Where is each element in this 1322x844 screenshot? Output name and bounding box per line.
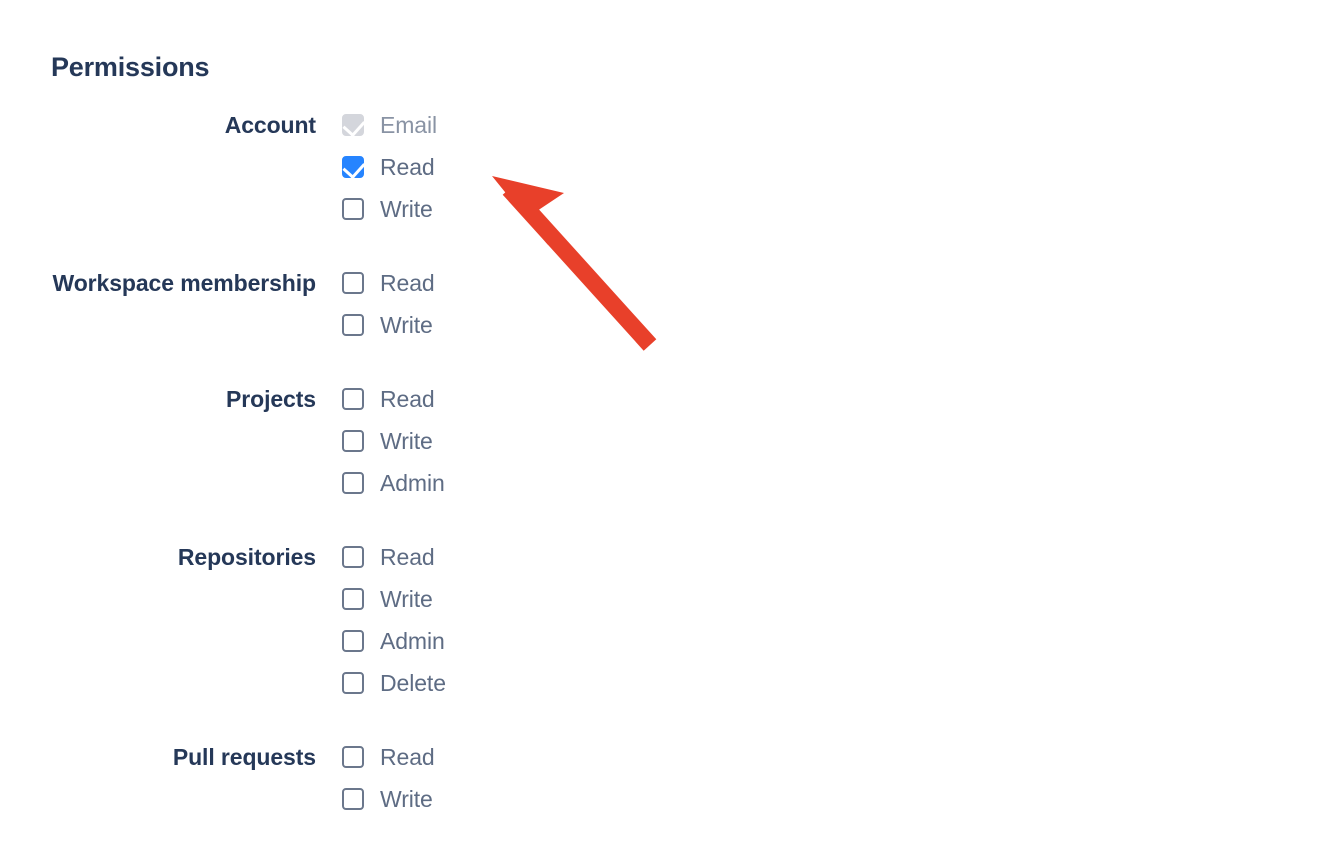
permission-option-label[interactable]: Admin bbox=[380, 628, 445, 654]
permission-group-label: Account bbox=[224, 112, 316, 138]
permission-option-row[interactable]: Read bbox=[342, 146, 620, 188]
permission-group: WikisRead and write bbox=[600, 220, 1300, 262]
checkbox-unchecked-icon[interactable] bbox=[342, 788, 364, 810]
permission-group-label: Projects bbox=[226, 386, 316, 412]
permission-option-label[interactable]: Read bbox=[380, 154, 435, 180]
checkbox-unchecked-icon[interactable] bbox=[342, 272, 364, 294]
permission-group-label: Runners bbox=[600, 642, 1322, 684]
checkbox-unchecked-icon[interactable] bbox=[342, 314, 364, 336]
checkbox-unchecked-icon[interactable] bbox=[342, 672, 364, 694]
check-icon bbox=[342, 113, 366, 138]
permission-group: RunnersReadWrite bbox=[600, 642, 1300, 726]
permission-option-label[interactable]: Email bbox=[380, 112, 438, 138]
permission-option-label[interactable]: Write bbox=[380, 196, 433, 222]
checkbox-unchecked-icon[interactable] bbox=[342, 198, 364, 220]
permission-option-row[interactable]: Write bbox=[342, 188, 620, 230]
permission-option-label[interactable]: Admin bbox=[380, 470, 445, 496]
permission-option-row[interactable]: Read bbox=[342, 262, 620, 304]
permission-option-label[interactable]: Write bbox=[380, 428, 433, 454]
checkbox-unchecked-icon[interactable] bbox=[342, 472, 364, 494]
permission-option-row[interactable]: Write bbox=[342, 304, 620, 346]
permission-option-row[interactable]: Admin bbox=[342, 462, 620, 504]
permission-group-label: Wikis bbox=[600, 220, 1322, 262]
permission-option-row[interactable]: Email bbox=[342, 104, 620, 146]
permission-option-label[interactable]: Delete bbox=[380, 670, 446, 696]
permission-option-row[interactable]: Write bbox=[342, 778, 620, 820]
permission-group-label: Pull requests bbox=[172, 744, 316, 770]
page-title: Permissions bbox=[51, 52, 210, 82]
checkbox-unchecked-icon[interactable] bbox=[342, 630, 364, 652]
permission-option-label[interactable]: Read bbox=[380, 744, 435, 770]
checkbox-unchecked-icon[interactable] bbox=[342, 546, 364, 568]
checkbox-disabled-checked-icon bbox=[342, 113, 366, 138]
permission-option-label[interactable]: Read bbox=[380, 544, 435, 570]
permission-group-label: Snippets bbox=[600, 294, 1322, 336]
permission-group-label: Repositories bbox=[177, 544, 316, 570]
checkbox-checked-icon[interactable] bbox=[342, 155, 366, 180]
permission-option-row[interactable]: Admin bbox=[342, 620, 620, 662]
permission-group: IssuesReadWrite bbox=[600, 104, 1300, 188]
permission-option-row[interactable]: Write bbox=[342, 420, 620, 462]
checkbox-unchecked-icon[interactable] bbox=[342, 588, 364, 610]
permission-option-label[interactable]: Write bbox=[380, 586, 433, 612]
permission-group: SnippetsReadWrite bbox=[600, 294, 1300, 378]
permission-group-label: Webhooks bbox=[600, 410, 1322, 452]
permission-option-row[interactable]: Read bbox=[342, 378, 620, 420]
permission-option-label[interactable]: Write bbox=[380, 312, 433, 338]
permission-group-label: Workspace membership bbox=[52, 270, 317, 296]
permission-group-label: Pipelines bbox=[600, 484, 1322, 526]
checkbox-unchecked-icon[interactable] bbox=[342, 388, 364, 410]
permission-option-row[interactable]: Delete bbox=[342, 662, 620, 704]
permission-option-label[interactable]: Read bbox=[380, 386, 435, 412]
permission-group: PipelinesReadWriteEdit variables bbox=[600, 484, 1300, 610]
checkbox-unchecked-icon[interactable] bbox=[342, 746, 364, 768]
permission-option-label[interactable]: Write bbox=[380, 786, 433, 812]
permission-option-label[interactable]: Read bbox=[380, 270, 435, 296]
permission-group: WebhooksRead and write bbox=[600, 410, 1300, 452]
permissions-column-right: IssuesReadWriteWikisRead and writeSnippe… bbox=[600, 104, 1300, 726]
permission-group-label: Issues bbox=[600, 104, 1322, 146]
checkbox-unchecked-icon[interactable] bbox=[342, 430, 364, 452]
check-icon bbox=[342, 155, 366, 180]
permission-option-row[interactable]: Read bbox=[342, 536, 620, 578]
permission-option-row[interactable]: Read bbox=[342, 736, 620, 778]
permission-option-row[interactable]: Write bbox=[342, 578, 620, 620]
